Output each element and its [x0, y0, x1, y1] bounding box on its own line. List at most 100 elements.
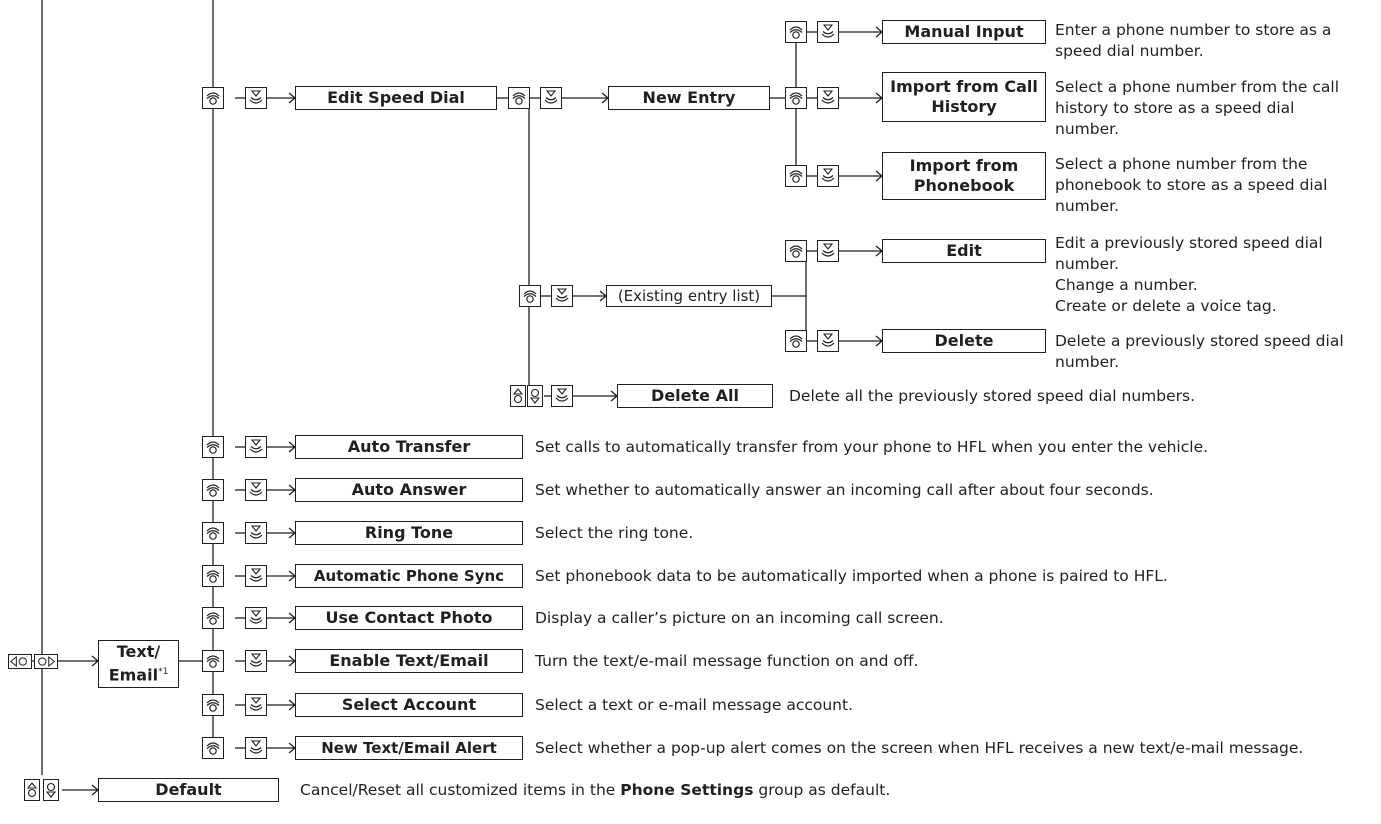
delete-desc: Delete a previously stored speed dial nu… [1055, 331, 1344, 373]
new-entry-label: New Entry [642, 88, 736, 107]
import-call-history-label-2: History [931, 97, 997, 116]
desc-line: Enter a phone number to store as a [1055, 21, 1332, 39]
auto-transfer-label: Auto Transfer [347, 437, 471, 456]
move-up-down-icon [43, 779, 59, 801]
select-account-desc: Select a text or e-mail message account. [535, 696, 853, 714]
new-text-email-alert-label: New Text/Email Alert [321, 739, 497, 757]
text-email-label-2: Email [108, 665, 159, 685]
move-left-icon [8, 654, 32, 669]
import-call-history-label-1: Import from Call [890, 77, 1038, 96]
press-knob-icon [817, 165, 839, 187]
auto-transfer-box[interactable]: Auto Transfer [295, 435, 523, 459]
ring-tone-box[interactable]: Ring Tone [295, 521, 523, 545]
delete-box[interactable]: Delete [882, 329, 1046, 353]
delete-all-box[interactable]: Delete All [617, 384, 773, 408]
desc-line: history to store as a speed dial [1055, 99, 1295, 117]
auto-answer-box[interactable]: Auto Answer [295, 478, 523, 502]
press-knob-icon [245, 522, 267, 544]
press-knob-icon [245, 650, 267, 672]
default-desc-prefix: Cancel/Reset all customized items in the [300, 781, 621, 799]
edit-desc: Edit a previously stored speed dial numb… [1055, 233, 1323, 317]
delete-label: Delete [934, 331, 994, 350]
default-label: Default [155, 780, 222, 799]
desc-line: Select a phone number from the call [1055, 78, 1340, 96]
move-right-icon [34, 654, 58, 669]
new-entry-box[interactable]: New Entry [608, 86, 770, 110]
press-knob-icon [245, 694, 267, 716]
press-knob-icon [817, 87, 839, 109]
desc-line: number. [1055, 197, 1119, 215]
press-knob-icon [245, 87, 267, 109]
press-knob-icon [245, 565, 267, 587]
move-up-down-icon [527, 385, 543, 407]
automatic-phone-sync-desc: Set phonebook data to be automatically i… [535, 567, 1168, 585]
select-account-box[interactable]: Select Account [295, 693, 523, 717]
rotate-knob-icon [785, 87, 807, 109]
auto-answer-desc: Set whether to automatically answer an i… [535, 481, 1154, 499]
delete-all-desc: Delete all the previously stored speed d… [789, 387, 1196, 405]
desc-line: Edit a previously stored speed dial [1055, 234, 1323, 252]
default-desc-suffix: group as default. [753, 781, 891, 799]
rotate-knob-icon [785, 240, 807, 262]
press-knob-icon [817, 240, 839, 262]
rotate-knob-icon [202, 607, 224, 629]
desc-line: Create or delete a voice tag. [1055, 297, 1277, 315]
rotate-knob-icon [202, 565, 224, 587]
text-email-box[interactable]: Text/ Email*1 [98, 640, 179, 688]
auto-transfer-desc: Set calls to automatically transfer from… [535, 438, 1209, 456]
desc-line: number. [1055, 120, 1119, 138]
manual-input-box[interactable]: Manual Input [882, 20, 1046, 44]
edit-speed-dial-box[interactable]: Edit Speed Dial [295, 86, 497, 110]
press-knob-icon [551, 285, 573, 307]
import-phonebook-desc: Select a phone number from the phonebook… [1055, 154, 1327, 217]
desc-line: Delete a previously stored speed dial [1055, 332, 1344, 350]
automatic-phone-sync-box[interactable]: Automatic Phone Sync [295, 564, 523, 588]
enable-text-email-box[interactable]: Enable Text/Email [295, 649, 523, 673]
default-box[interactable]: Default [98, 778, 279, 802]
text-email-label-2-wrap: Email*1 [109, 662, 169, 685]
desc-line: Change a number. [1055, 276, 1198, 294]
desc-line: speed dial number. [1055, 42, 1204, 60]
rotate-knob-icon [202, 522, 224, 544]
import-call-history-desc: Select a phone number from the call hist… [1055, 77, 1339, 140]
desc-line: number. [1055, 255, 1119, 273]
ring-tone-desc: Select the ring tone. [535, 524, 694, 542]
press-knob-icon [817, 330, 839, 352]
existing-entry-list-label: (Existing entry list) [617, 287, 761, 305]
delete-all-label: Delete All [651, 386, 739, 405]
footnote-mark: *1 [158, 667, 169, 678]
rotate-knob-icon [202, 87, 224, 109]
new-text-email-alert-desc: Select whether a pop-up alert comes on t… [535, 739, 1304, 757]
import-call-history-box[interactable]: Import from Call History [882, 72, 1046, 122]
press-knob-icon [245, 607, 267, 629]
import-phonebook-box[interactable]: Import from Phonebook [882, 152, 1046, 200]
enable-text-email-label: Enable Text/Email [329, 651, 489, 670]
use-contact-photo-label: Use Contact Photo [325, 608, 493, 627]
rotate-knob-icon [785, 165, 807, 187]
rotate-knob-icon [202, 436, 224, 458]
use-contact-photo-box[interactable]: Use Contact Photo [295, 606, 523, 630]
press-knob-icon [540, 87, 562, 109]
text-email-label-1: Text/ [116, 642, 161, 662]
automatic-phone-sync-label: Automatic Phone Sync [313, 567, 505, 585]
press-knob-icon [245, 436, 267, 458]
auto-answer-label: Auto Answer [351, 480, 467, 499]
rotate-knob-icon [202, 650, 224, 672]
rotate-knob-icon [202, 694, 224, 716]
edit-box[interactable]: Edit [882, 239, 1046, 263]
move-up-down-icon [510, 385, 526, 407]
move-up-down-icon [24, 779, 40, 801]
import-phonebook-label-1: Import from [909, 156, 1019, 175]
press-knob-icon [551, 385, 573, 407]
edit-speed-dial-label: Edit Speed Dial [327, 88, 465, 107]
desc-line: number. [1055, 353, 1119, 371]
existing-entry-list-box[interactable]: (Existing entry list) [606, 285, 772, 307]
rotate-knob-icon [202, 479, 224, 501]
press-knob-icon [817, 21, 839, 43]
use-contact-photo-desc: Display a caller’s picture on an incomin… [535, 609, 944, 627]
new-text-email-alert-box[interactable]: New Text/Email Alert [295, 736, 523, 760]
manual-input-desc: Enter a phone number to store as a speed… [1055, 20, 1331, 62]
desc-line: Select a phone number from the [1055, 155, 1308, 173]
select-account-label: Select Account [341, 695, 477, 714]
